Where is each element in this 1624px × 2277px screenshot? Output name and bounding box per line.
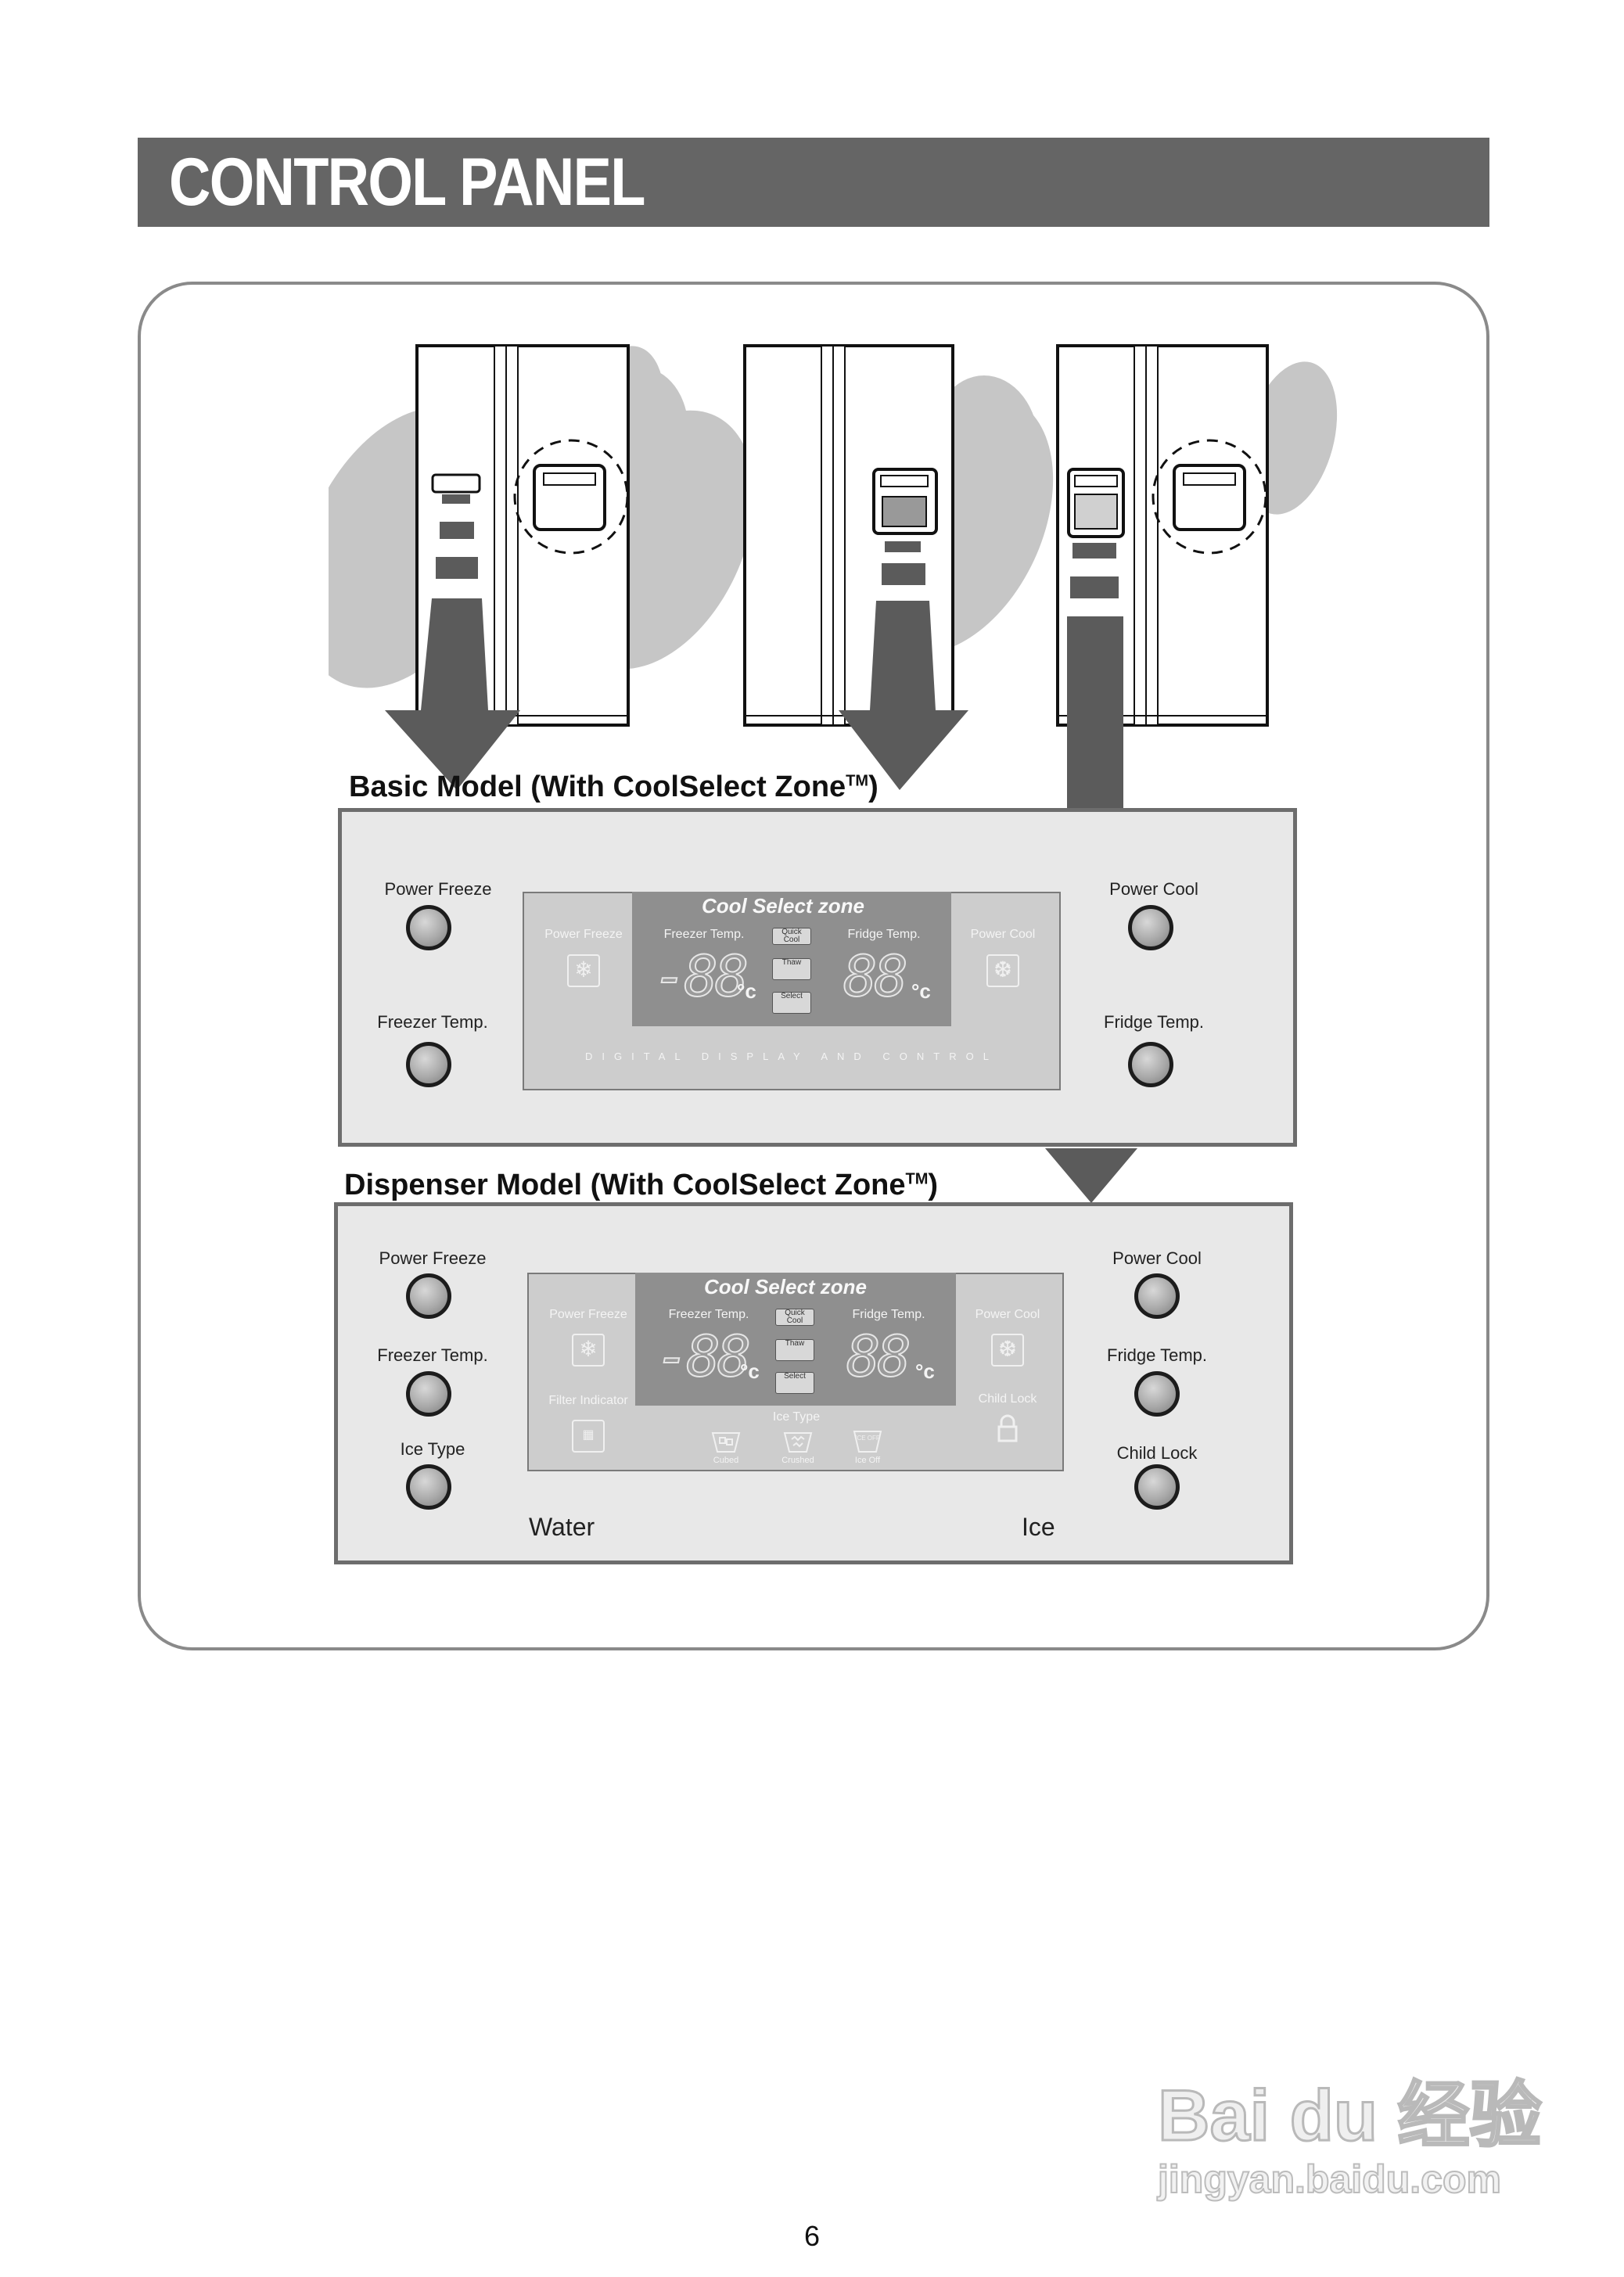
power-cool-button[interactable] (1128, 905, 1173, 950)
freezer-unit: °c (737, 979, 756, 1003)
baidu-watermark: Bai du 经验 jingyan.baidu.com (1157, 2057, 1543, 2203)
snowflake-icon: ❄ (572, 1334, 605, 1367)
power-freeze-button[interactable] (406, 905, 451, 950)
child-lock-button[interactable] (1134, 1464, 1180, 1510)
select-icon: Select (772, 992, 811, 1014)
basic-model-title: Basic Model (With CoolSelect ZoneTM) (349, 770, 878, 803)
display-ice-type: Ice Type (772, 1410, 821, 1424)
panel-arrow (1045, 1148, 1137, 1203)
snowflake-icon: ❄ (567, 954, 600, 987)
fridge-unit: °c (915, 1359, 935, 1383)
display-power-freeze: Power Freeze (544, 928, 623, 941)
cool-select-zone-title: Cool Select zone (701, 894, 865, 918)
crushed-ice-icon (782, 1430, 814, 1453)
svg-text:ICE OFF: ICE OFF (855, 1435, 880, 1442)
lock-icon (997, 1414, 1019, 1442)
dispenser-model-title: Dispenser Model (With CoolSelect ZoneTM) (344, 1169, 939, 1201)
page-title: CONTROL PANEL (169, 145, 645, 220)
power-freeze-label: Power Freeze (384, 879, 492, 899)
display-freezer-temp: Freezer Temp. (663, 928, 745, 941)
watermark-main: Bai du 经验 (1157, 2075, 1543, 2157)
freezer-temp-button[interactable] (406, 1371, 451, 1417)
freezer-temp-digits: -88 (655, 1323, 752, 1390)
thaw-icon: Thaw (772, 958, 811, 980)
power-cool-label: Power Cool (1109, 879, 1198, 899)
freezer-temp-button[interactable] (406, 1042, 451, 1087)
cool-select-zone-title: Cool Select zone (703, 1275, 868, 1298)
crushed-label: Crushed (781, 1456, 814, 1465)
display-child-lock: Child Lock (978, 1392, 1037, 1406)
child-lock-label: Child Lock (1116, 1443, 1198, 1463)
blob-shape (929, 375, 1039, 516)
quick-cool-icon: Quick Cool (772, 928, 811, 945)
watermark-sub: jingyan.baidu.com (1157, 2157, 1502, 2202)
digital-display-label: DIGITAL DISPLAY AND CONTROL (585, 1051, 998, 1062)
freezer-unit: °c (740, 1359, 760, 1383)
header-banner: CONTROL PANEL (138, 138, 1489, 227)
fridge-temp-label: Fridge Temp. (1104, 1012, 1204, 1032)
water-drop-icon: ❆ (991, 1334, 1024, 1367)
filter-icon: ▦ (572, 1420, 605, 1453)
water-drop-icon: ❆ (986, 954, 1019, 987)
freezer-temp-digits: -88 (652, 943, 749, 1010)
power-cool-label: Power Cool (1112, 1248, 1202, 1268)
water-label: Water (529, 1513, 595, 1541)
freezer-temp-label: Freezer Temp. (377, 1345, 488, 1365)
illustration-frame (138, 282, 1489, 1650)
display-filter-indicator: Filter Indicator (548, 1394, 628, 1407)
ice-type-button[interactable] (406, 1464, 451, 1510)
display-power-cool: Power Cool (970, 928, 1036, 941)
arrow-shapes (385, 494, 1123, 813)
ice-label: Ice (1022, 1513, 1055, 1541)
power-freeze-button[interactable] (406, 1273, 451, 1319)
fridge-temp-button[interactable] (1134, 1371, 1180, 1417)
cubed-ice-icon (710, 1430, 742, 1453)
fridge-unit: °c (911, 979, 931, 1003)
page-number: 6 (803, 2220, 821, 2252)
fridge-temp-button[interactable] (1128, 1042, 1173, 1087)
quick-cool-icon: Quick Cool (775, 1309, 814, 1326)
fridge-temp-digits: 88 (846, 1323, 912, 1390)
display-freezer-temp: Freezer Temp. (668, 1308, 749, 1321)
fridge-temp-digits: 88 (843, 943, 909, 1010)
freezer-temp-label: Freezer Temp. (377, 1012, 488, 1032)
power-freeze-label: Power Freeze (379, 1248, 487, 1268)
ice-type-label: Ice Type (400, 1439, 465, 1459)
fridge-illustrations (329, 344, 1338, 813)
fridge-temp-label: Fridge Temp. (1107, 1345, 1207, 1365)
display-fridge-temp: Fridge Temp. (852, 1308, 925, 1321)
display-power-cool: Power Cool (975, 1308, 1040, 1321)
ice-off-icon: ICE OFF (852, 1428, 883, 1453)
display-fridge-temp: Fridge Temp. (847, 928, 921, 941)
power-cool-button[interactable] (1134, 1273, 1180, 1319)
ice-off-label: Ice Off (854, 1456, 881, 1465)
cubed-label: Cubed (713, 1456, 739, 1465)
display-power-freeze: Power Freeze (549, 1308, 627, 1321)
thaw-icon: Thaw (775, 1339, 814, 1361)
select-icon: Select (775, 1372, 814, 1394)
